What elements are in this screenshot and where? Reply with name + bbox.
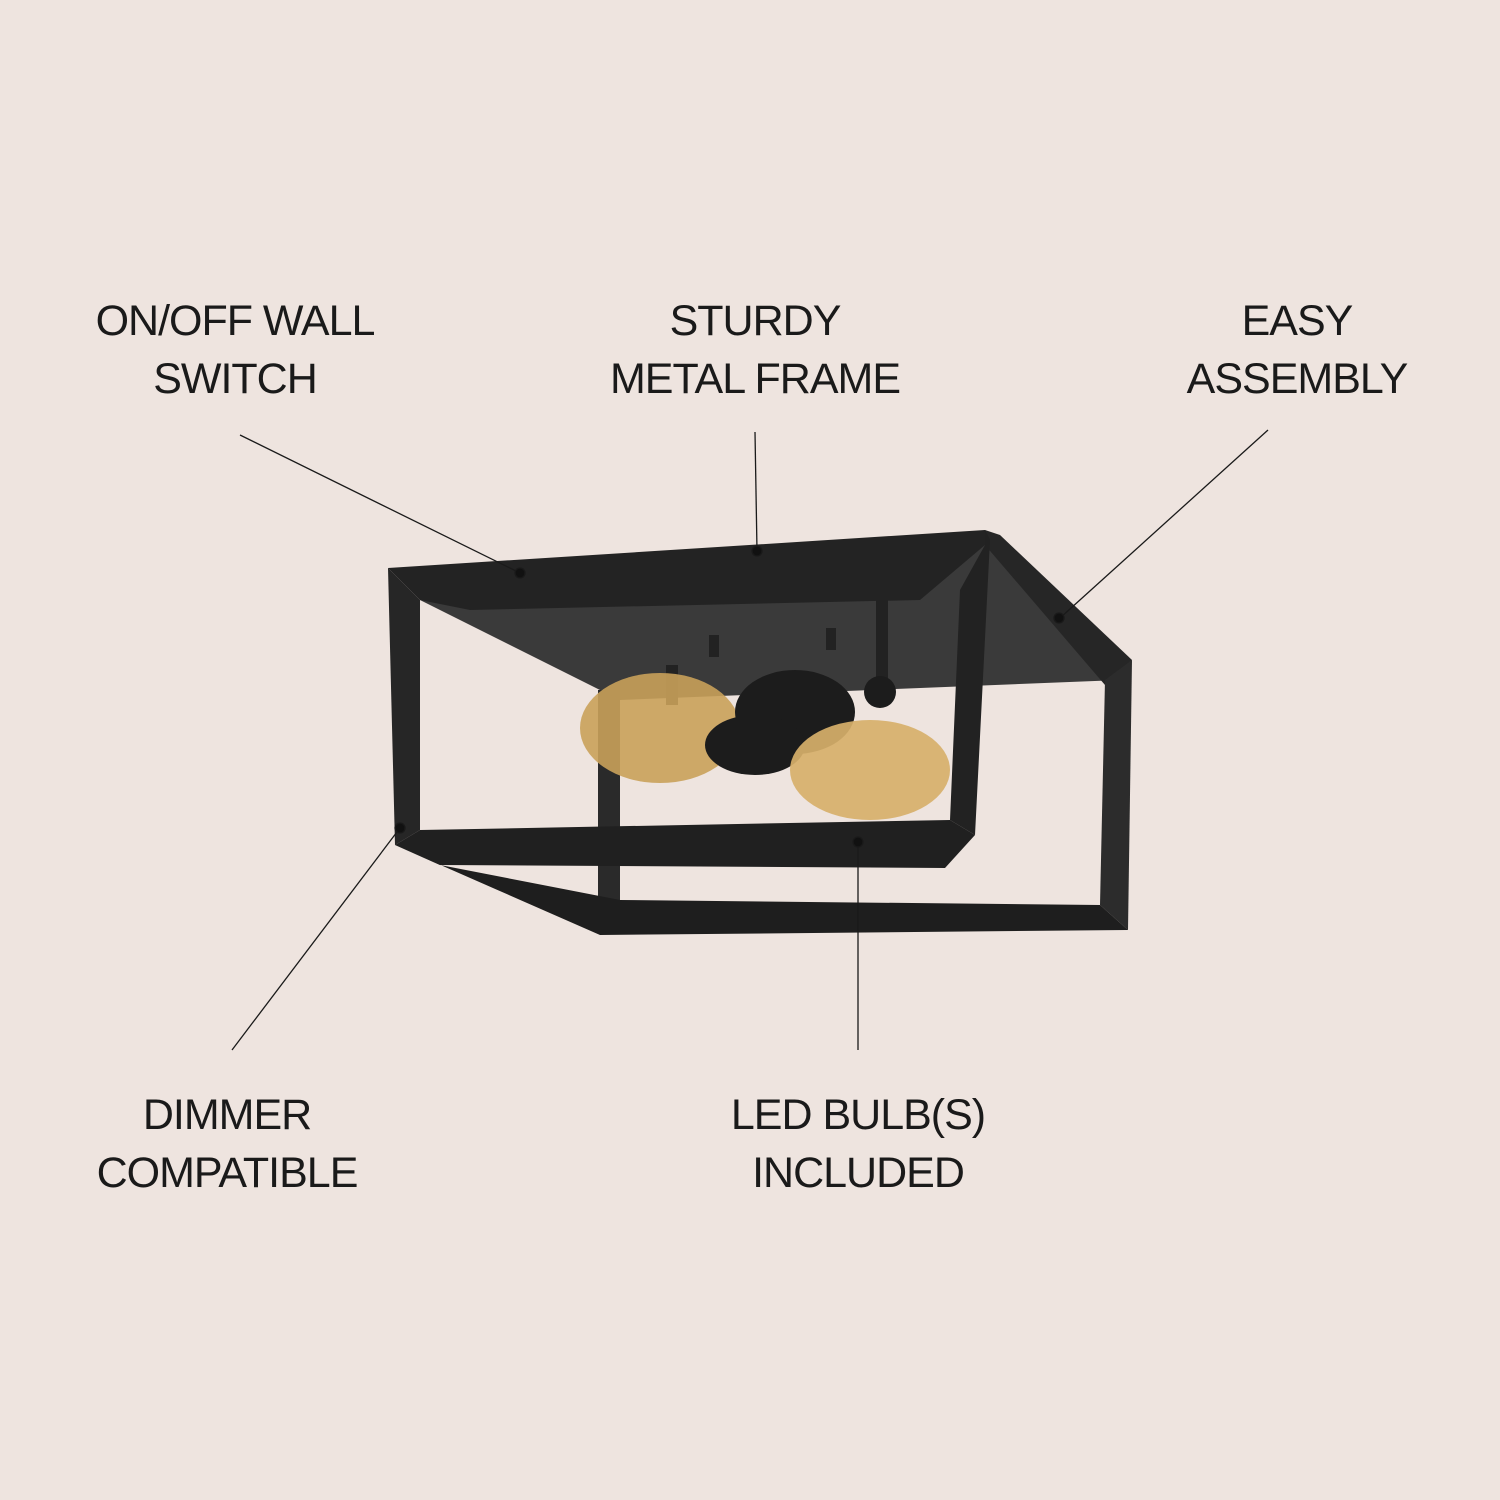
- frame-front-top: [388, 530, 985, 610]
- frame-right-post: [1100, 660, 1132, 930]
- leader-line-switch: [239, 434, 521, 574]
- feature-label-assembly: EASY ASSEMBLY: [1077, 292, 1500, 408]
- marker-dot-bulbs: [852, 836, 864, 848]
- marker-dot-frame: [751, 545, 763, 557]
- stem: [826, 628, 836, 650]
- feature-label-line: ASSEMBLY: [1186, 355, 1409, 403]
- leader-line-dimmer: [231, 827, 401, 1051]
- feature-label-bulbs: LED BULB(S) INCLUDED: [638, 1086, 1078, 1202]
- feature-label-line: EASY: [1241, 297, 1354, 345]
- frame-front-left-post: [388, 568, 420, 845]
- frame-front-bottom: [395, 820, 975, 868]
- feature-label-line: DIMMER: [142, 1091, 312, 1139]
- bulb-left: [580, 673, 740, 783]
- feature-label-line: INCLUDED: [752, 1149, 965, 1197]
- stem: [876, 600, 888, 690]
- stem: [709, 635, 719, 657]
- marker-dot-assembly: [1053, 612, 1065, 624]
- feature-label-line: ON/OFF WALL: [95, 297, 376, 345]
- frame-right-top: [985, 530, 1132, 685]
- bulb-right: [790, 720, 950, 820]
- feature-label-switch: ON/OFF WALL SWITCH: [15, 292, 455, 408]
- leader-line-assembly: [1059, 429, 1269, 619]
- feature-label-line: STURDY: [669, 297, 842, 345]
- feature-label-line: METAL FRAME: [609, 355, 901, 403]
- marker-dot-dimmer: [394, 822, 406, 834]
- feature-label-frame: STURDY METAL FRAME: [535, 292, 975, 408]
- feature-label-line: SWITCH: [153, 355, 318, 403]
- feature-label-dimmer: DIMMER COMPATIBLE: [7, 1086, 447, 1202]
- frame-bottom-side: [395, 845, 1128, 935]
- marker-dot-switch: [514, 567, 526, 579]
- leader-line-frame: [754, 431, 758, 552]
- feature-label-line: COMPATIBLE: [96, 1149, 359, 1197]
- socket-knob: [864, 676, 896, 708]
- feature-label-line: LED BULB(S): [730, 1091, 986, 1139]
- socket-right: [705, 715, 805, 775]
- frame-front-right-post: [950, 530, 990, 835]
